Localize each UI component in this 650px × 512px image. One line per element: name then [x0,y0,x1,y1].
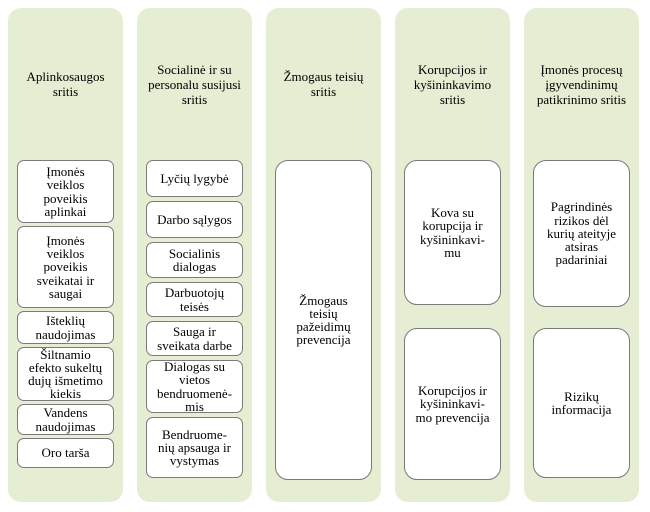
column-imones-procesu: Įmonės procesų įgyvendinimų patikrinimo … [524,8,639,502]
diagram-box: Vandens naudojimas [17,404,114,435]
diagram-box: Išteklių naudojimas [17,311,114,344]
diagram-box: Įmonės veiklos poveikis aplinkai [17,160,114,223]
column-socialine: Socialinė ir su personalu susijusi sriti… [137,8,252,502]
diagram-box: Bendruome- nių apsauga ir vystymas [146,417,243,478]
column-title: Įmonės procesų įgyvendinimų patikrinimo … [536,61,627,107]
diagram-box: Kova su korupcija ir kyšininkavi- mu [404,160,501,305]
diagram-box: Žmogaus teisių pažeidimų prevencija [275,160,372,480]
column-boxes: Kova su korupcija ir kyšininkavi- mu Kor… [395,160,510,480]
diagram-box: Lyčių lygybė [146,160,243,197]
column-title: Socialinė ir su personalu susijusi sriti… [148,61,241,107]
diagram-box: Korupcijos ir kyšininkavi- mo prevencija [404,328,501,480]
diagram-box: Socialinis dialogas [146,242,243,278]
column-korupcijos: Korupcijos ir kyšininkavimo sritis Kova … [395,8,510,502]
column-title: Aplinkosaugos sritis [26,69,105,99]
column-boxes: Žmogaus teisių pažeidimų prevencija [266,160,381,480]
column-zmogaus-teisiu: Žmogaus teisių sritis Žmogaus teisių paž… [266,8,381,502]
diagram-box: Rizikų informacija [533,328,630,478]
column-boxes: Pagrindinės rizikos dėl kurių ateityje a… [524,160,639,478]
column-boxes: Lyčių lygybė Darbo sąlygos Socialinis di… [137,160,252,478]
diagram-box: Įmonės veiklos poveikis sveikatai ir sau… [17,226,114,308]
column-title: Žmogaus teisių sritis [283,69,364,99]
diagram-box: Sauga ir sveikata darbe [146,321,243,356]
diagram-box: Darbo sąlygos [146,201,243,238]
diagram-box: Dialogas su vietos bendruomenė- mis [146,360,243,413]
column-boxes: Įmonės veiklos poveikis aplinkai Įmonės … [8,160,123,468]
diagram-box: Šiltnamio efekto sukeltų dujų išmetimo k… [17,347,114,401]
diagram-box: Oro tarša [17,438,114,468]
column-title: Korupcijos ir kyšininkavimo sritis [413,61,492,107]
diagram-box: Pagrindinės rizikos dėl kurių ateityje a… [533,160,630,307]
diagram-box: Darbuotojų teisės [146,282,243,317]
column-aplinkosaugos: Aplinkosaugos sritis Įmonės veiklos pove… [8,8,123,502]
